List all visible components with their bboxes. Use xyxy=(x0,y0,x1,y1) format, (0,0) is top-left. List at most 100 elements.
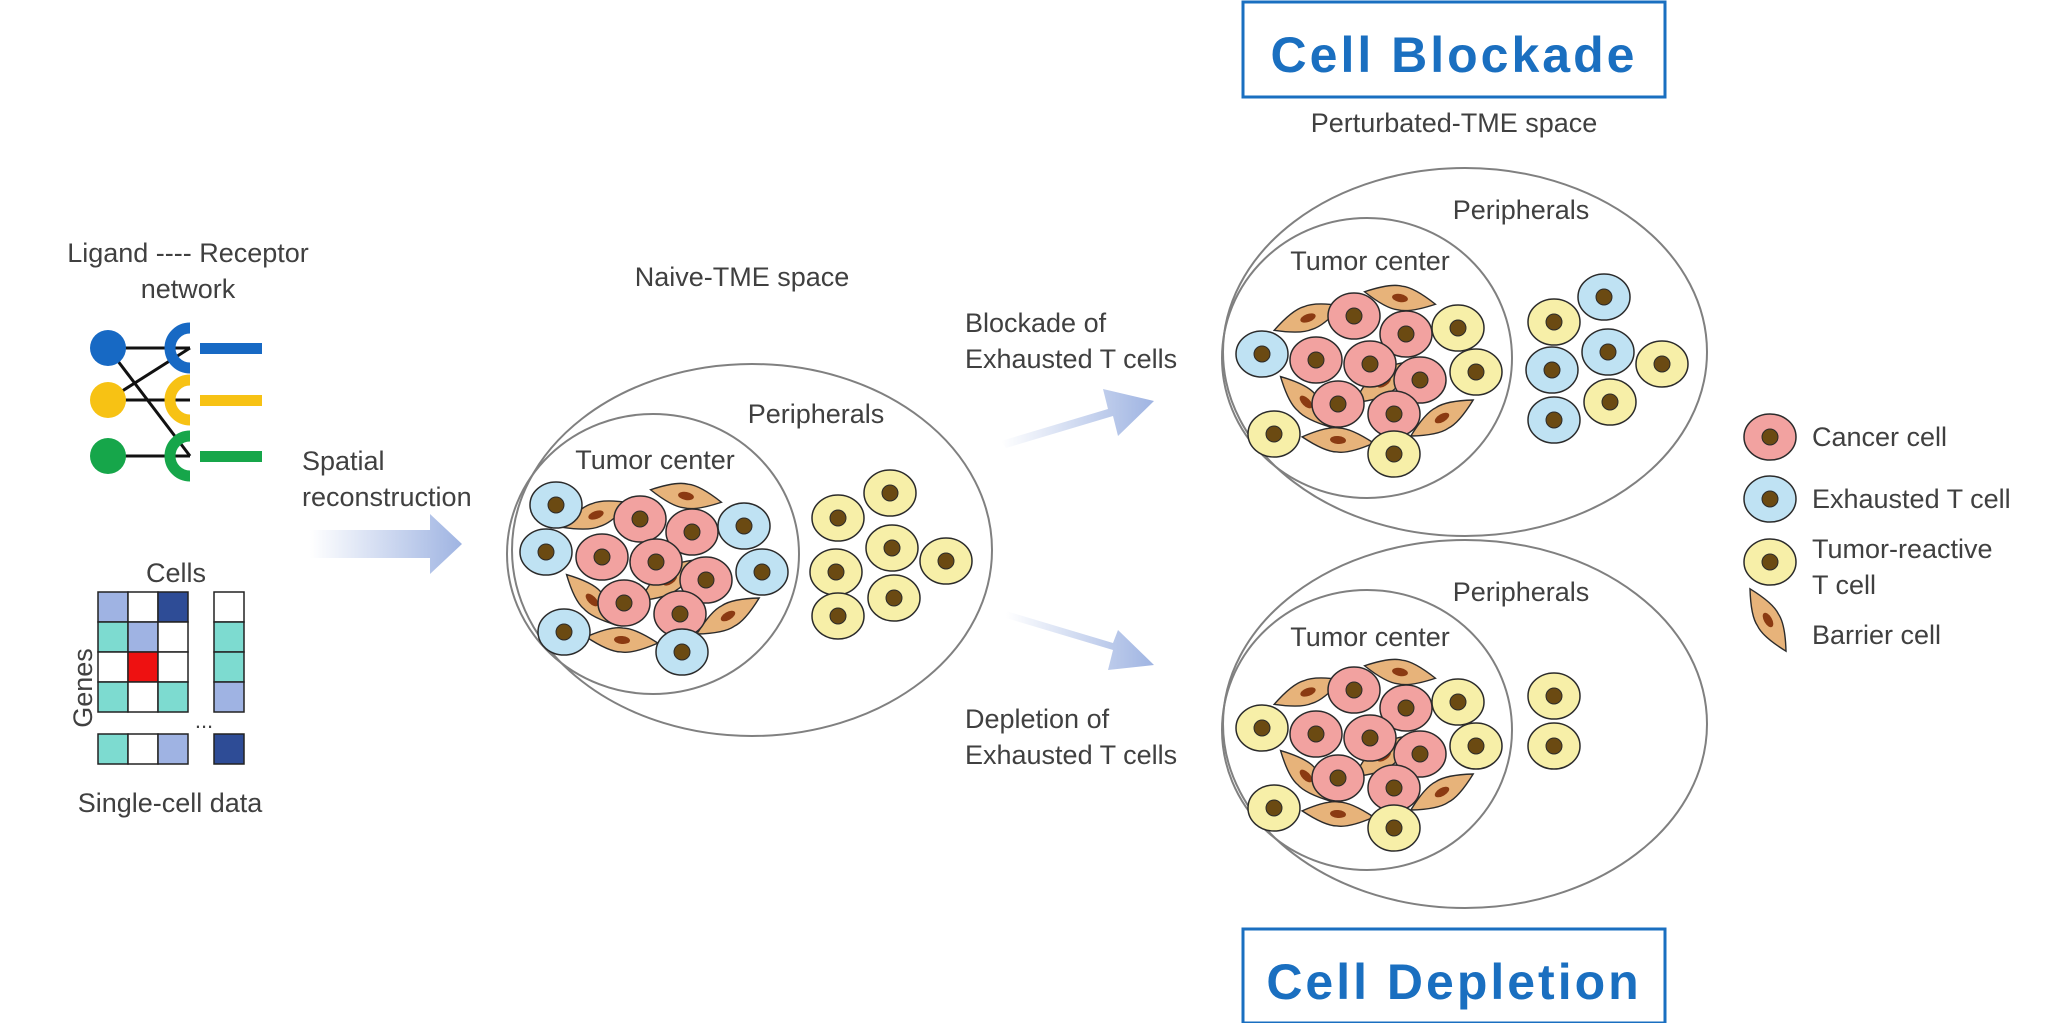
cancer-cell xyxy=(613,495,667,543)
tumor-reactive-t-cell xyxy=(863,469,917,517)
naive-tme-outer-ring xyxy=(511,363,993,737)
depletion-cells xyxy=(1235,653,1581,852)
blockade-arrow xyxy=(1001,389,1154,448)
legend-exhausted-swatch xyxy=(1743,475,1797,523)
exhausted-t-cell xyxy=(1525,346,1579,394)
blockade-title: Cell Blockade xyxy=(1271,27,1638,83)
cancer-cell xyxy=(629,538,683,586)
cancer-cell xyxy=(1367,764,1421,812)
exhausted-t-cell xyxy=(529,481,583,529)
naive-tumor-center-ring xyxy=(506,413,800,695)
exhausted-t-cell xyxy=(735,548,789,596)
cancer-cell xyxy=(1311,754,1365,802)
tumor-reactive-t-cell xyxy=(1431,678,1485,726)
naive-tme-panel: Naive-TME space Peripherals Tumor center xyxy=(506,262,993,737)
exhausted-t-cell xyxy=(1235,330,1289,378)
cancer-cell xyxy=(1343,340,1397,388)
exhausted-t-cell xyxy=(537,608,591,656)
depletion-title: Cell Depletion xyxy=(1266,954,1641,1010)
genes-label: Genes xyxy=(68,648,98,728)
tumor-reactive-t-cell xyxy=(809,548,863,596)
cancer-cell xyxy=(1289,336,1343,384)
single-cell-matrix-icon xyxy=(97,591,245,765)
tumor-reactive-t-cell xyxy=(1367,804,1421,852)
depletion-tumor-center-label: Tumor center xyxy=(1290,622,1450,652)
depletion-arrow xyxy=(1006,611,1154,670)
blockade-panel: Cell Blockade Perturbated-TME space Peri… xyxy=(1221,0,1708,537)
cancer-cell xyxy=(1343,714,1397,762)
depletion-peripherals-label: Peripherals xyxy=(1453,577,1590,607)
ligand-receptor-network-icon xyxy=(90,322,262,482)
tumor-reactive-t-cell xyxy=(1527,298,1581,346)
cancer-cell xyxy=(575,533,629,581)
exhausted-t-cell xyxy=(519,528,573,576)
depletion-panel: Peripherals Tumor center Cell Depleti xyxy=(1221,539,1708,1023)
blockade-peripherals-label: Peripherals xyxy=(1453,195,1590,225)
exhausted-t-cell xyxy=(717,502,771,550)
matrix-ellipsis: ... xyxy=(195,708,213,733)
exhausted-t-cell xyxy=(1581,328,1635,376)
tumor-reactive-t-cell xyxy=(1367,430,1421,478)
tumor-reactive-t-cell xyxy=(1449,348,1503,396)
exhausted-t-cell xyxy=(1527,396,1581,444)
tumor-reactive-t-cell xyxy=(1635,340,1689,388)
legend-reactive-label-line2: T cell xyxy=(1812,570,1876,600)
cancer-cell xyxy=(1289,710,1343,758)
tumor-reactive-t-cell xyxy=(865,524,919,572)
tumor-reactive-t-cell xyxy=(919,537,973,585)
barrier-cell xyxy=(1300,424,1376,456)
spatial-label-line2: reconstruction xyxy=(302,482,472,512)
tumor-reactive-t-cell xyxy=(867,574,921,622)
tumor-reactive-t-cell xyxy=(1527,722,1581,770)
single-cell-data-label: Single-cell data xyxy=(78,788,264,818)
cells-label: Cells xyxy=(146,558,206,588)
legend-exhausted-label: Exhausted T cell xyxy=(1812,484,2011,514)
tumor-reactive-t-cell xyxy=(1247,784,1301,832)
legend: Cancer cell Exhausted T cell Tumor-react… xyxy=(1738,413,2011,658)
blockade-arrow-label-line1: Blockade of xyxy=(965,308,1107,338)
depletion-title-box xyxy=(1241,927,1667,1023)
legend-barrier-swatch xyxy=(1738,582,1798,658)
tumor-reactive-t-cell xyxy=(1527,672,1581,720)
legend-cancer-swatch xyxy=(1743,413,1797,461)
cancer-cell xyxy=(1367,390,1421,438)
tumor-reactive-t-cell xyxy=(1583,378,1637,426)
blockade-tumor-center-ring xyxy=(1221,217,1513,499)
left-panel: Ligand ---- Receptor network xyxy=(67,238,471,818)
legend-cancer-label: Cancer cell xyxy=(1812,422,1947,452)
naive-peripherals-label: Peripherals xyxy=(748,399,885,429)
spatial-label-line1: Spatial xyxy=(302,446,385,476)
tumor-reactive-t-cell xyxy=(1247,410,1301,458)
blockade-arrow-label-line2: Exhausted T cells xyxy=(965,344,1177,374)
cancer-cell xyxy=(1327,292,1381,340)
legend-reactive-label-line1: Tumor-reactive xyxy=(1812,534,1993,564)
blockade-title-box xyxy=(1241,0,1667,99)
perturbation-arrows: Blockade of Exhausted T cells Depletion … xyxy=(965,308,1177,770)
depletion-arrow-label-line2: Exhausted T cells xyxy=(965,740,1177,770)
legend-barrier-label: Barrier cell xyxy=(1812,620,1941,650)
lr-network-title-line2: network xyxy=(141,274,236,304)
exhausted-t-cell xyxy=(655,628,709,676)
barrier-cell xyxy=(584,624,660,656)
cancer-cell xyxy=(597,579,651,627)
lr-network-title-line1: Ligand ---- Receptor xyxy=(67,238,309,268)
naive-cells xyxy=(519,469,973,676)
legend-reactive-swatch xyxy=(1743,538,1797,586)
cancer-cell xyxy=(1327,666,1381,714)
cancer-cell xyxy=(1311,380,1365,428)
tumor-reactive-t-cell xyxy=(1235,704,1289,752)
exhausted-t-cell xyxy=(1577,273,1631,321)
naive-tumor-center-label: Tumor center xyxy=(575,445,735,475)
depletion-tumor-center-ring xyxy=(1221,589,1513,871)
tumor-reactive-t-cell xyxy=(1449,722,1503,770)
blockade-tumor-center-label: Tumor center xyxy=(1290,246,1450,276)
tumor-reactive-t-cell xyxy=(1431,304,1485,352)
barrier-cell xyxy=(1300,798,1376,830)
naive-tme-title: Naive-TME space xyxy=(635,262,850,292)
perturbated-tme-title: Perturbated-TME space xyxy=(1311,108,1598,138)
blockade-cells xyxy=(1235,273,1689,478)
tumor-reactive-t-cell xyxy=(811,494,865,542)
tumor-reactive-t-cell xyxy=(811,592,865,640)
spatial-reconstruction-arrow xyxy=(310,514,462,574)
